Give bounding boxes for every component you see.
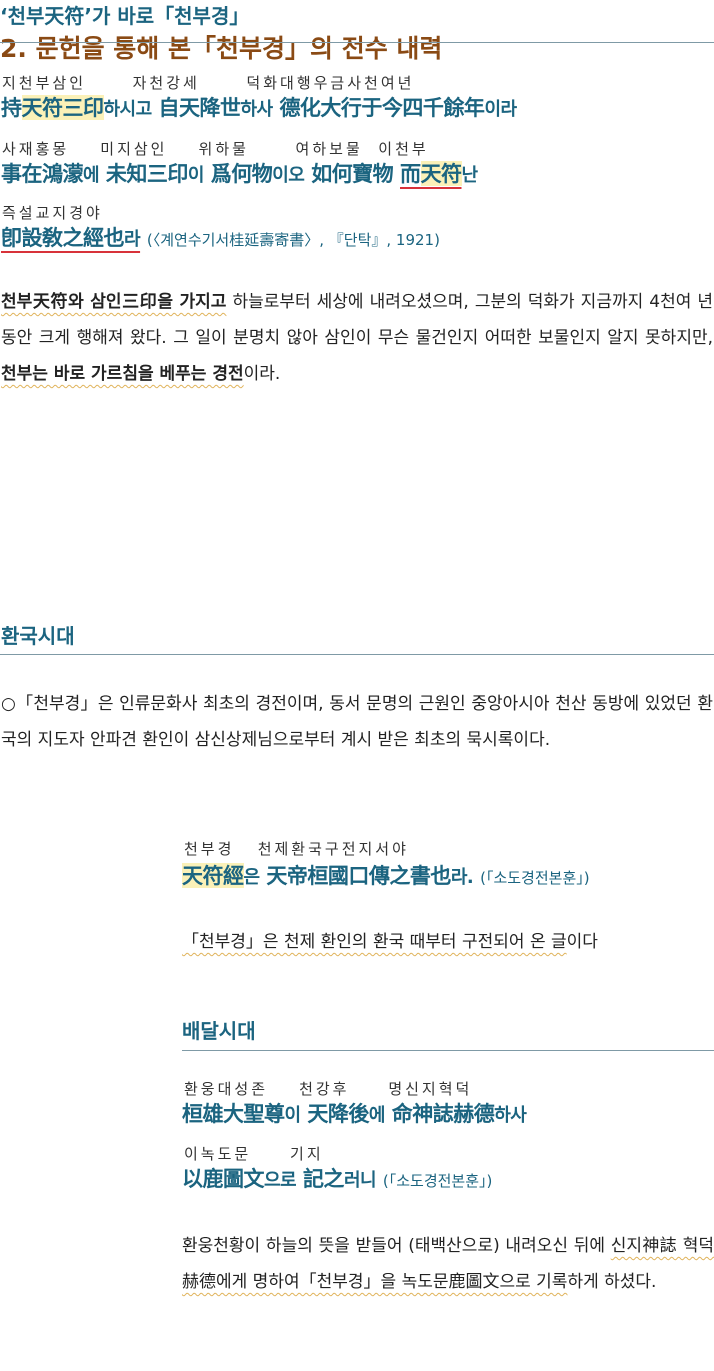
hanja-text: 未知三印 [105,161,189,186]
hanja-line-4: 天符經은 天帝桓國口傳之書也라. (「소도경전본훈」) [182,860,590,890]
hanja-text: 桓雄大聖尊 [182,1101,285,1126]
subheading-baedal: 배달시대 [182,1019,256,1043]
paragraph-2: ○「천부경」은 인류문화사 최초의 경전이며, 동서 문명의 근원인 중앙아시아… [1,694,713,750]
paragraph-text: 이다 [566,932,598,952]
underlined-phrase: 천부는 바로 가르침을 베푸는 경전 [1,364,244,384]
paragraph-text: 하게 하셨다. [567,1272,657,1292]
underlined-hanja: 而天符 [400,161,462,186]
hanja-text: 爲何物 [210,161,273,186]
hanja-line-1: 持天符三印하시고 自天降世하사 德化大行于今四千餘年이라 [1,92,517,122]
korean-particle: 이 [187,165,205,186]
subheading-divider [0,654,714,655]
hanja-text: 事在鴻濛 [1,161,84,186]
korean-particle: 은 [243,867,261,888]
citation: (「소도경전본훈」) [382,1172,493,1190]
underlined-hanja: 卽設敎之經也라 [1,225,141,250]
korean-particle: 에 [83,165,100,186]
paragraph-1: 천부天符와 삼인三印을 가지고 하늘로부터 세상에 내려오셨으며, 그분의 덕화… [1,284,713,392]
reading-line-2: 사재홍몽 미지삼인 위하물 여하보물 이천부 [2,140,429,158]
highlighted-hanja: 天符 [420,161,462,186]
korean-particle: 난 [461,165,479,186]
paragraph-text: 하늘로부터 세상에 내려오셨으며, 그분의 덕화가 지금까지 4천여 년 동안 … [1,292,713,348]
subheading-hanguk: 환국시대 [1,624,75,648]
translation-2: 환웅천황이 하늘의 뜻을 받들어 (태백산으로) 내려오신 뒤에 신지神誌 혁덕… [182,1228,714,1300]
translation-1: 「천부경」은 천제 환인의 환국 때부터 구전되어 온 글이다 [182,924,714,960]
hanja-text: 德化大行于今四千餘年 [279,95,485,120]
korean-particle: 이오 [272,165,305,186]
paragraph-text: 환웅천황이 하늘의 뜻을 받들어 (태백산으로) 내려오신 뒤에 [182,1236,611,1256]
underlined-phrase: 천부天符와 삼인三印을 가지고 [1,292,227,312]
hanja-text: 如何寶物 [311,161,394,186]
hanja-text: 以鹿圖文 [182,1166,265,1191]
hanja-text: 卽設敎之經也 [1,225,125,250]
hanja-line-5: 桓雄大聖尊이 天降後에 命神誌赫德하사 [182,1098,527,1128]
korean-particle: 라. [450,867,474,888]
highlighted-hanja: 天符經 [182,863,244,888]
korean-particle: 이라 [484,99,517,120]
korean-particle: 하사 [494,1105,527,1126]
hanja-text: 而 [400,161,421,186]
korean-particle: 이 [284,1105,302,1126]
hanja-text: 持 [1,95,22,120]
subheading-divider [182,1050,714,1051]
paragraph-text: 이라. [243,364,281,384]
hanja-line-3: 卽設敎之經也라 (〈계연수기서桂延壽寄書〉, 『단탁』, 1921) [1,222,440,252]
reading-line-3: 즉설교지경야 [2,204,103,222]
korean-particle: 으로 [264,1170,297,1191]
reading-line-5: 환웅대성존 천강후 명신지혁덕 [184,1080,473,1098]
hanja-text: 天降後 [307,1101,369,1126]
korean-particle: 에 [368,1105,386,1126]
korean-particle: 라 [124,229,141,250]
hanja-text: 命神誌赫德 [391,1101,495,1126]
reading-line-4: 천부경 천제환국구전지서야 [184,840,409,858]
korean-particle: 하시고 [103,99,153,120]
page-title: ‘천부天符’가 바로「천부경」 [0,4,250,28]
korean-particle: 하사 [240,99,274,120]
hanja-text: 記之 [302,1166,345,1191]
citation: (「소도경전본훈」) [480,869,590,887]
title-divider [0,42,714,43]
reading-line-6: 이녹도문 기지 [184,1145,324,1163]
hanja-line-6: 以鹿圖文으로 記之러니 (「소도경전본훈」) [182,1163,492,1193]
hanja-text: 自天降世 [158,95,242,120]
reading-line-1: 지천부삼인 자천강세 덕화대행우금사천여년 [2,74,415,92]
hanja-text: 天帝桓國口傳之書也 [266,863,451,888]
citation: (〈계연수기서桂延壽寄書〉, 『단탁』, 1921) [146,231,440,249]
highlighted-hanja: 天符三印 [21,95,104,120]
section-title: 2. 문헌을 통해 본「천부경」의 전수 내력 [0,34,443,63]
underlined-phrase: 「천부경」은 천제 환인의 환국 때부터 구전되어 온 글 [182,932,567,952]
hanja-line-2: 事在鴻濛에 未知三印이 爲何物이오 如何寶物 而天符난 [1,158,478,188]
underlined-phrase: 신지神誌 혁덕赫德에게 명하여「천부경」을 녹도문鹿圖文으로 기록 [182,1236,714,1292]
korean-particle: 러니 [343,1170,377,1191]
